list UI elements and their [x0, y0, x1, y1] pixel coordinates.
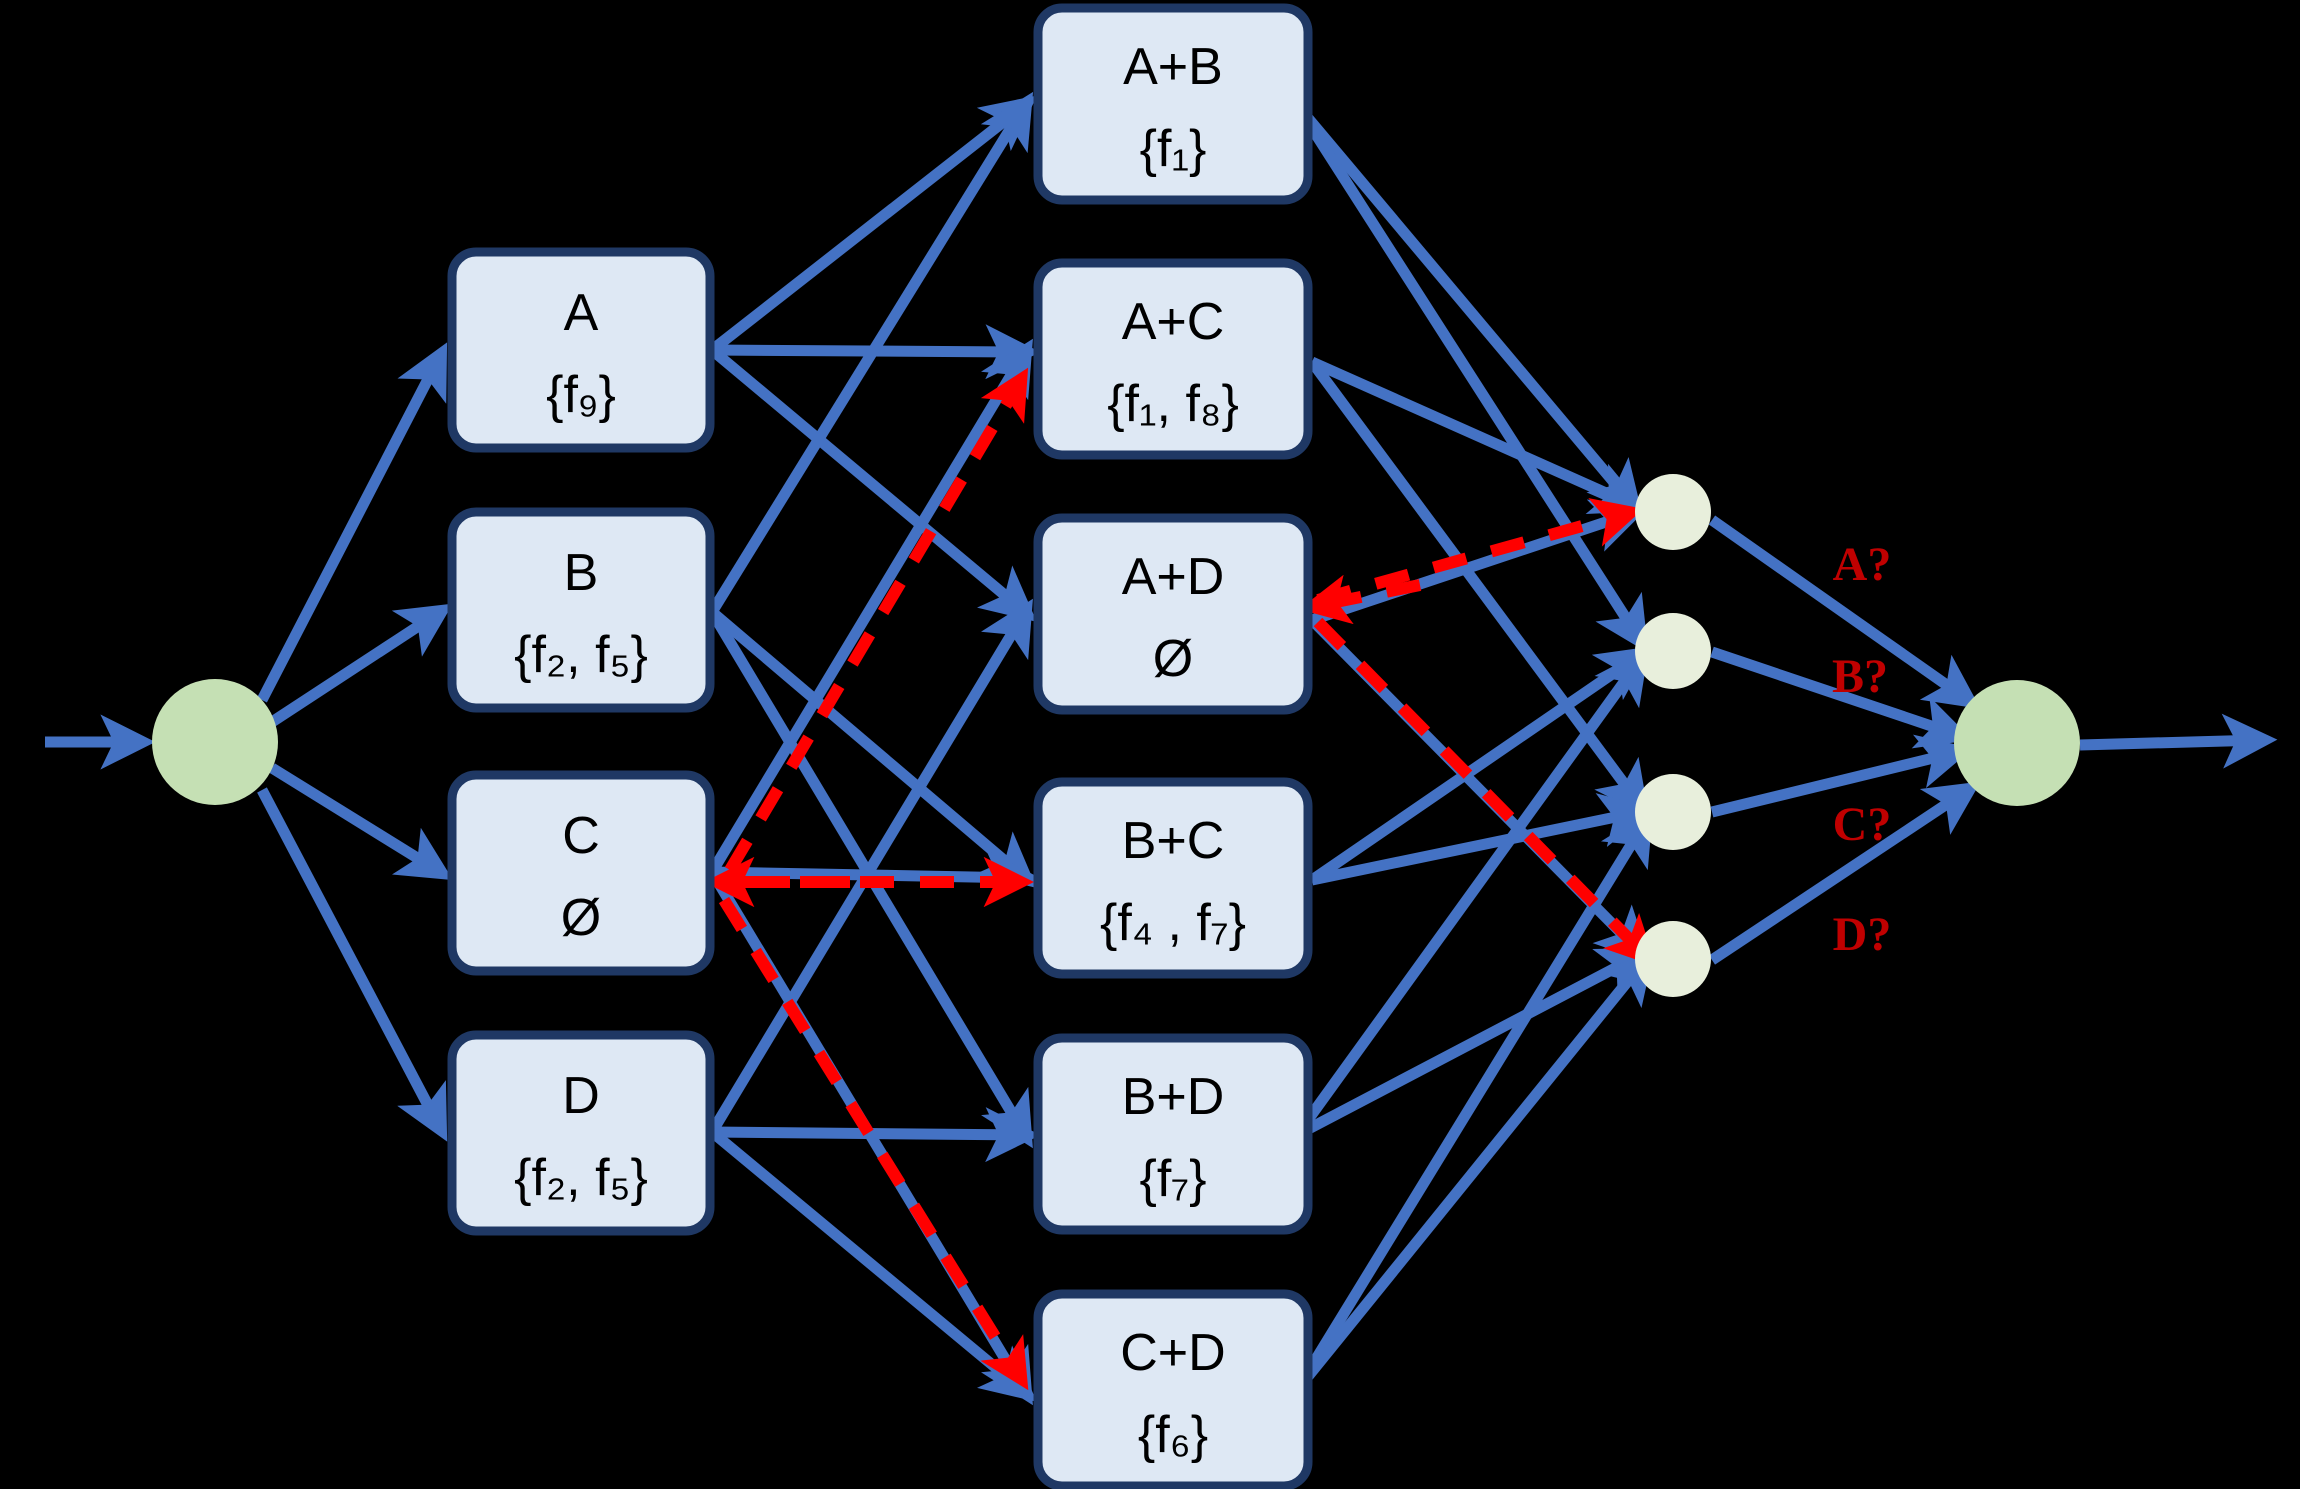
dashed-hub-to-AC	[724, 367, 1029, 874]
level2-box-BC[interactable]: B+C {f₄ , f₇}	[1033, 777, 1313, 979]
svg-text:A+C: A+C	[1122, 293, 1225, 351]
edge-BC-out3	[1310, 793, 1656, 886]
output-circle-3[interactable]	[1635, 774, 1711, 850]
dashed-hub-to-out4	[1313, 617, 1657, 967]
box-C-set: Ø	[561, 889, 601, 947]
svg-text:{f₆}: {f₆}	[1138, 1406, 1208, 1464]
edge-AC-out1	[1309, 356, 1648, 515]
edge-D-AD	[707, 598, 1033, 1135]
end-node[interactable]	[1954, 680, 2080, 806]
box-A-set: {f₉}	[546, 366, 616, 424]
box-C-title: C	[562, 807, 600, 865]
edge-AD-out1	[1310, 499, 1648, 626]
svg-text:A: A	[564, 284, 599, 342]
question-label-d: D?	[1833, 908, 1892, 961]
edge-A-AB	[708, 95, 1038, 355]
question-label-a: A?	[1833, 538, 1892, 591]
edge-out4-end	[1708, 781, 1981, 965]
edge-B-BC	[708, 607, 1037, 888]
box-AC-title: A+C	[1122, 293, 1225, 351]
edge-out3-end	[1710, 734, 1973, 818]
output-circle-1[interactable]	[1635, 474, 1711, 550]
level2-box-CD[interactable]: C+D {f₆}	[1033, 1289, 1313, 1489]
box-BC-title: B+C	[1122, 812, 1225, 870]
box-AD-title: A+D	[1122, 548, 1225, 606]
box-BD-set: {f₇}	[1139, 1150, 1206, 1208]
edge-D-BD	[711, 1107, 1041, 1163]
level1-box-C[interactable]: C Ø	[447, 770, 715, 976]
svg-text:C: C	[562, 807, 600, 865]
edge-D-CD	[708, 1127, 1037, 1402]
svg-text:{f₄ , f₇}: {f₄ , f₇}	[1100, 894, 1246, 952]
question-label-c: C?	[1833, 798, 1892, 851]
dashed-hub-to-out1	[1316, 498, 1644, 606]
svg-text:{f₉}: {f₉}	[546, 366, 616, 424]
box-BD-title: B+D	[1122, 1068, 1225, 1126]
svg-text:D: D	[562, 1067, 600, 1125]
box-BC-set: {f₄ , f₇}	[1100, 894, 1246, 952]
edge-start-B	[268, 603, 453, 727]
box-CD-set: {f₆}	[1138, 1406, 1208, 1464]
level2-box-AB[interactable]: A+B {f₁}	[1033, 3, 1313, 205]
output-circle-4[interactable]	[1635, 921, 1711, 997]
svg-text:A+B: A+B	[1123, 38, 1223, 96]
svg-text:{f₂, f₅}: {f₂, f₅}	[514, 1149, 648, 1207]
box-B-set: {f₂, f₅}	[514, 626, 648, 684]
svg-text:{f₂, f₅}: {f₂, f₅}	[514, 626, 648, 684]
edge-BC-out2	[1308, 646, 1653, 885]
edge-out1-end	[1708, 515, 1981, 709]
edge-A-AD	[708, 345, 1037, 622]
level2-box-AC[interactable]: A+C {f₁, f₈}	[1033, 258, 1313, 460]
edge-BD-out2	[1292, 647, 1650, 1139]
svg-text:{f₁, f₈}: {f₁, f₈}	[1107, 375, 1239, 433]
edge-CD-out3	[1292, 808, 1654, 1393]
box-D-set: {f₂, f₅}	[514, 1149, 648, 1207]
question-label-b: B?	[1832, 650, 1888, 703]
edge-out2-end	[1710, 646, 1973, 749]
box-CD-title: C+D	[1120, 1324, 1225, 1382]
level1-box-A[interactable]: A {f₉}	[447, 247, 715, 453]
edge-AB-out1	[1292, 101, 1643, 517]
svg-text:B+D: B+D	[1122, 1068, 1225, 1126]
dashed-hub-to-AD	[1299, 574, 1422, 625]
level1-box-B[interactable]: B {f₂, f₅}	[447, 507, 715, 713]
edge-start-A	[257, 342, 448, 703]
box-AD-set: Ø	[1153, 630, 1193, 688]
svg-text:Ø: Ø	[1153, 630, 1193, 688]
edge-BD-out4	[1294, 947, 1654, 1140]
box-AC-set: {f₁, f₈}	[1107, 375, 1239, 433]
edge-B-AB	[707, 91, 1034, 615]
output-circle-2[interactable]	[1635, 613, 1711, 689]
edge-AB-out2	[1292, 102, 1649, 653]
svg-text:A+D: A+D	[1122, 548, 1225, 606]
svg-text:{f₁}: {f₁}	[1140, 120, 1207, 178]
red-dashed-edges	[704, 367, 1657, 1391]
level2-box-BD[interactable]: B+D {f₇}	[1033, 1033, 1313, 1235]
svg-text:Ø: Ø	[561, 889, 601, 947]
box-AB-title: A+B	[1123, 38, 1223, 96]
box-A-title: A	[564, 284, 599, 342]
level2-box-AD[interactable]: A+D Ø	[1033, 513, 1313, 715]
svg-text:B+C: B+C	[1122, 812, 1225, 870]
edge-AC-out3	[1307, 358, 1650, 818]
edge-start-C	[269, 763, 454, 881]
edge-CD-out4	[1292, 948, 1655, 1394]
box-B-title: B	[564, 544, 599, 602]
box-AB-set: {f₁}	[1140, 120, 1207, 178]
svg-text:C+D: C+D	[1120, 1324, 1225, 1382]
level1-box-D[interactable]: D {f₂, f₅}	[447, 1030, 715, 1236]
start-node[interactable]	[152, 679, 278, 805]
svg-text:B: B	[564, 544, 599, 602]
box-D-title: D	[562, 1067, 600, 1125]
svg-text:{f₇}: {f₇}	[1139, 1150, 1206, 1208]
edge-C-AC	[707, 338, 1033, 875]
edge-start-D	[257, 787, 448, 1142]
edge-exit	[2079, 713, 2278, 769]
